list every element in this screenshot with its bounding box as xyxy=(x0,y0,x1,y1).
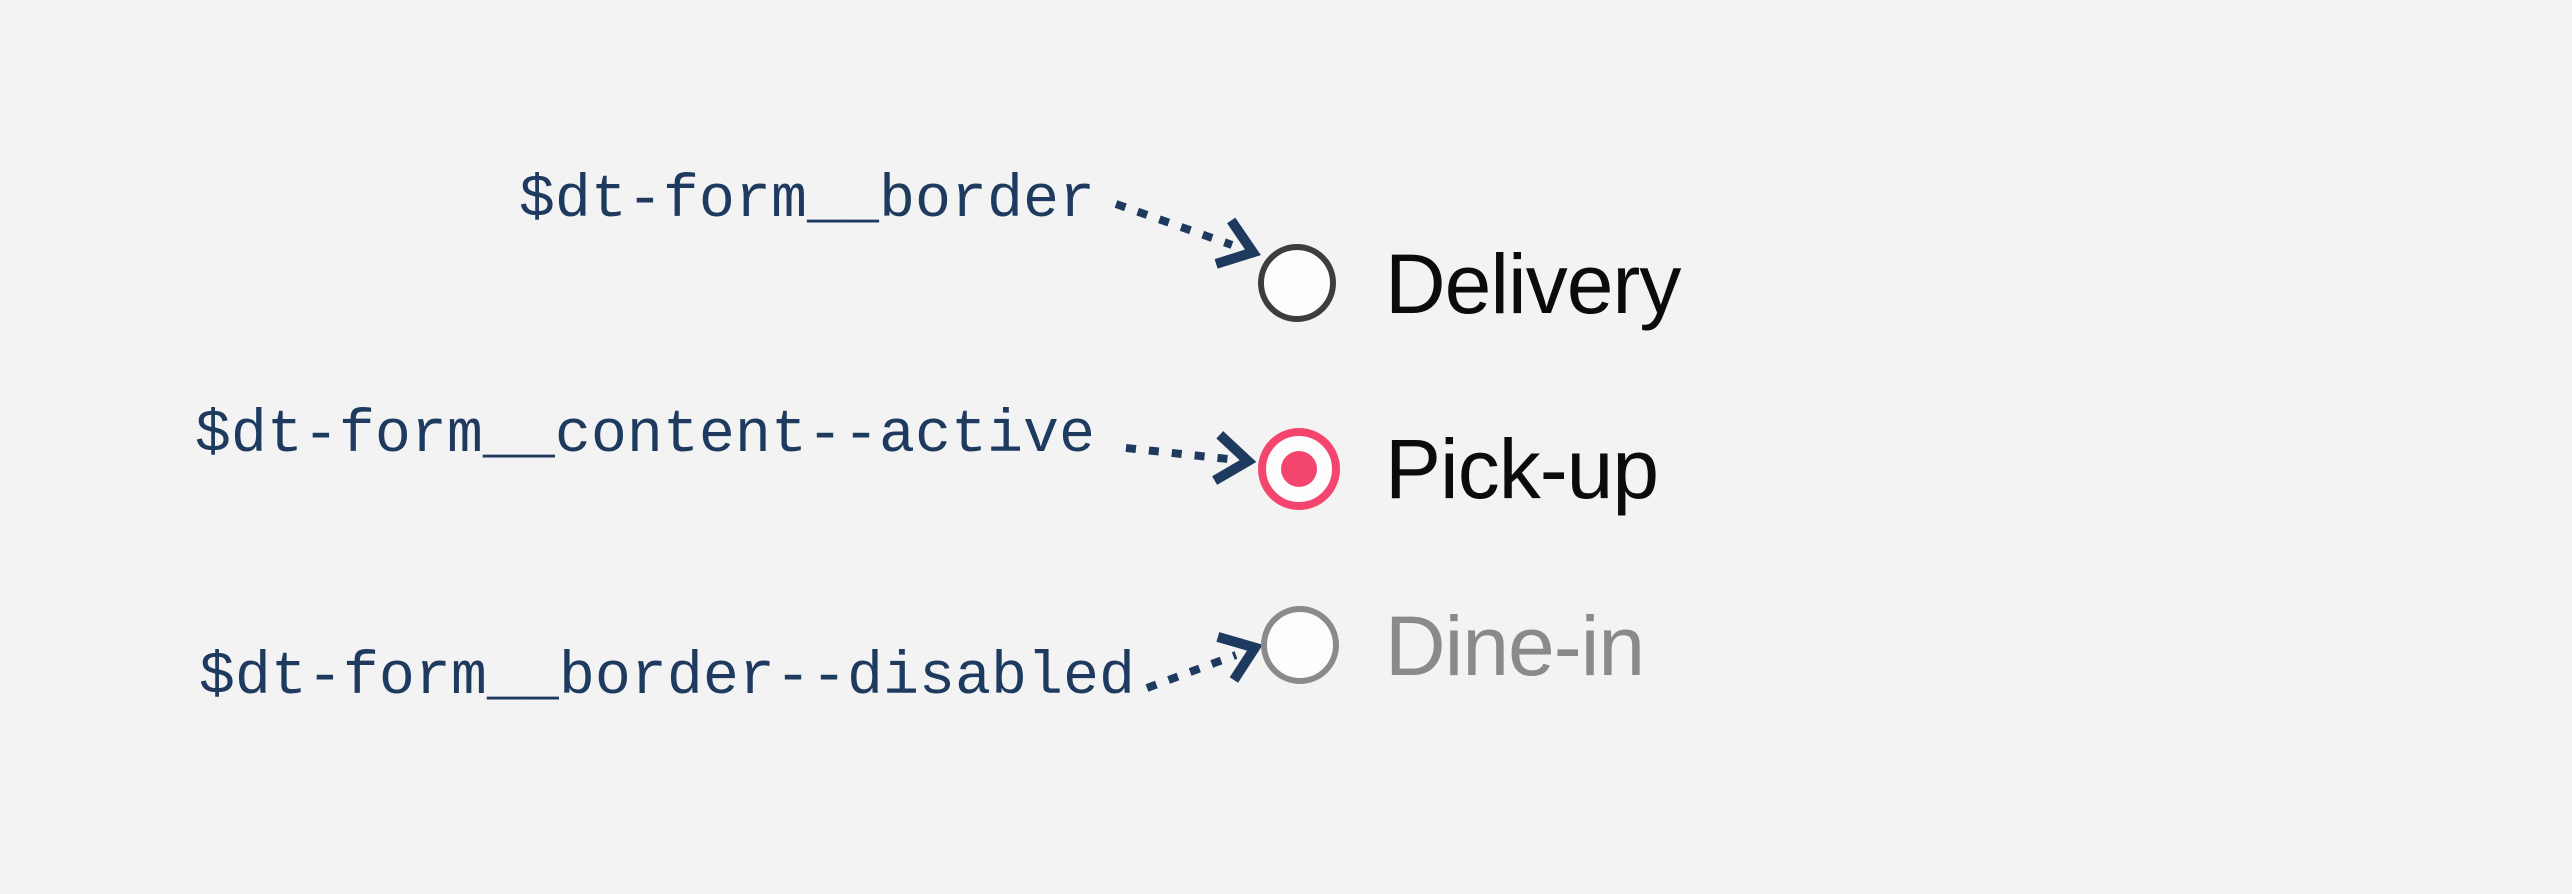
token-label-form-border-disabled: $dt-form__border--disabled xyxy=(198,644,1135,712)
radio-label-dinein: Dine-in xyxy=(1385,599,1645,693)
radio-dinein xyxy=(1261,606,1339,684)
token-label-form-border: $dt-form__border xyxy=(518,167,1095,235)
arrow-border-disabled-token xyxy=(1145,632,1263,692)
radio-label-delivery[interactable]: Delivery xyxy=(1385,237,1681,331)
arrow-content-active-token xyxy=(1125,431,1257,485)
token-label-form-content-active: $dt-form__content--active xyxy=(194,402,1095,470)
radio-selected-dot xyxy=(1281,451,1317,487)
radio-label-pickup[interactable]: Pick-up xyxy=(1385,422,1659,516)
arrow-border-token xyxy=(1114,200,1261,269)
radio-delivery[interactable] xyxy=(1258,244,1336,322)
radio-pickup[interactable] xyxy=(1258,428,1340,510)
